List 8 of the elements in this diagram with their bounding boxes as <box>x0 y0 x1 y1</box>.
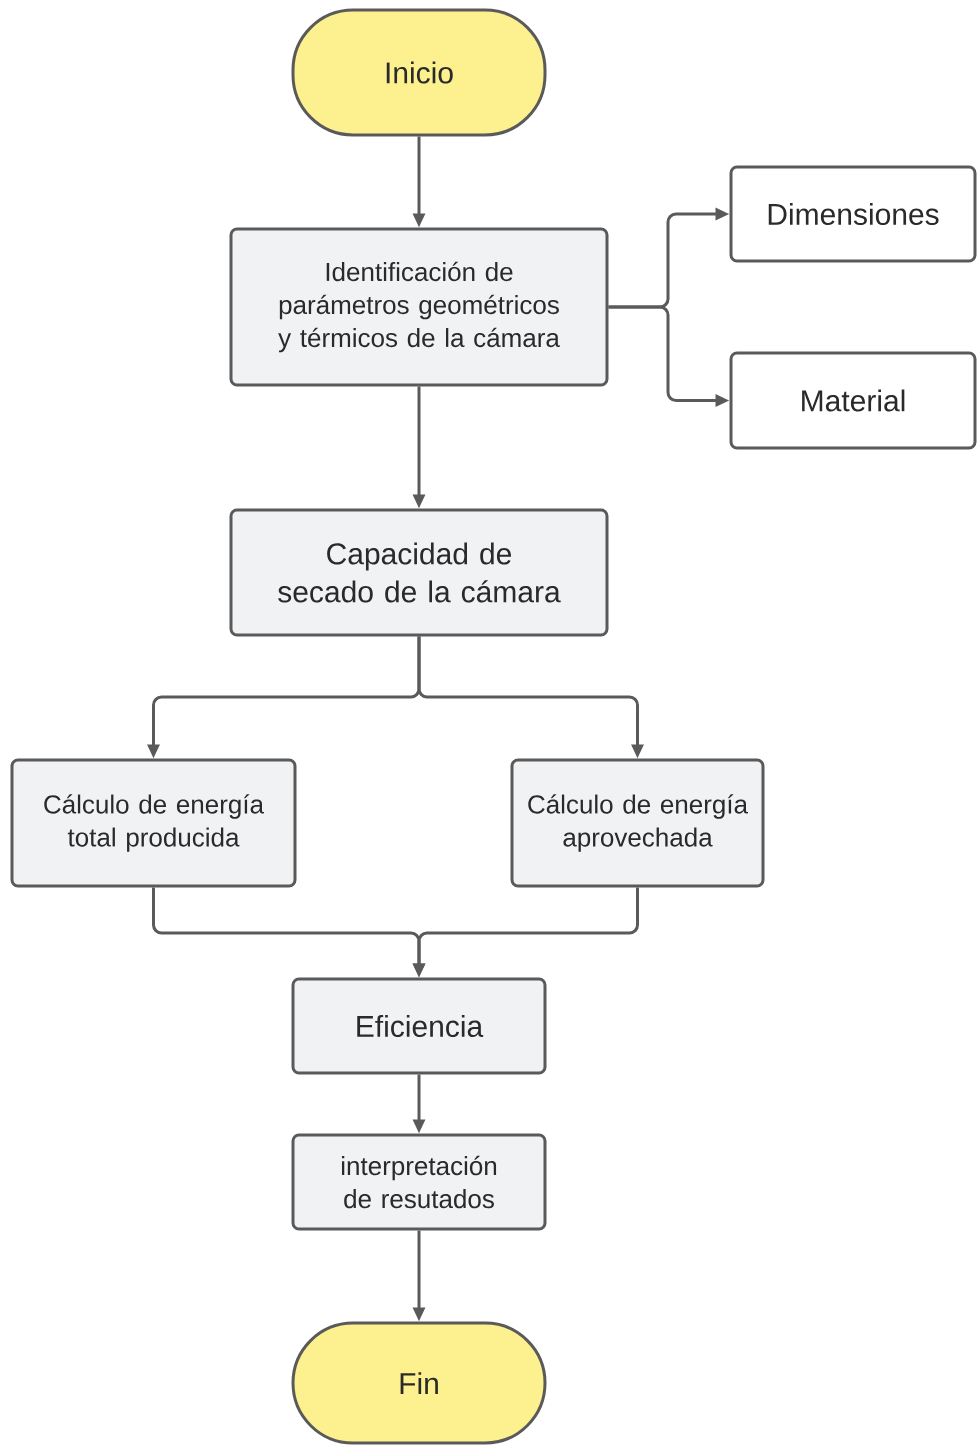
process-box: Eficiencia <box>291 977 547 1075</box>
process-box: Identificación de parámetros geométricos y térmicos de la cámara <box>229 227 609 387</box>
process-box: Cálculo de energía aprovechada <box>510 758 765 888</box>
process-box: Material <box>729 351 977 450</box>
process-box: Dimensiones <box>729 165 977 263</box>
process-box: Cálculo de energía total producida <box>10 758 297 888</box>
process-box: interpretación de resutados <box>291 1133 547 1231</box>
process-box: Capacidad de secado de la cámara <box>229 508 609 637</box>
